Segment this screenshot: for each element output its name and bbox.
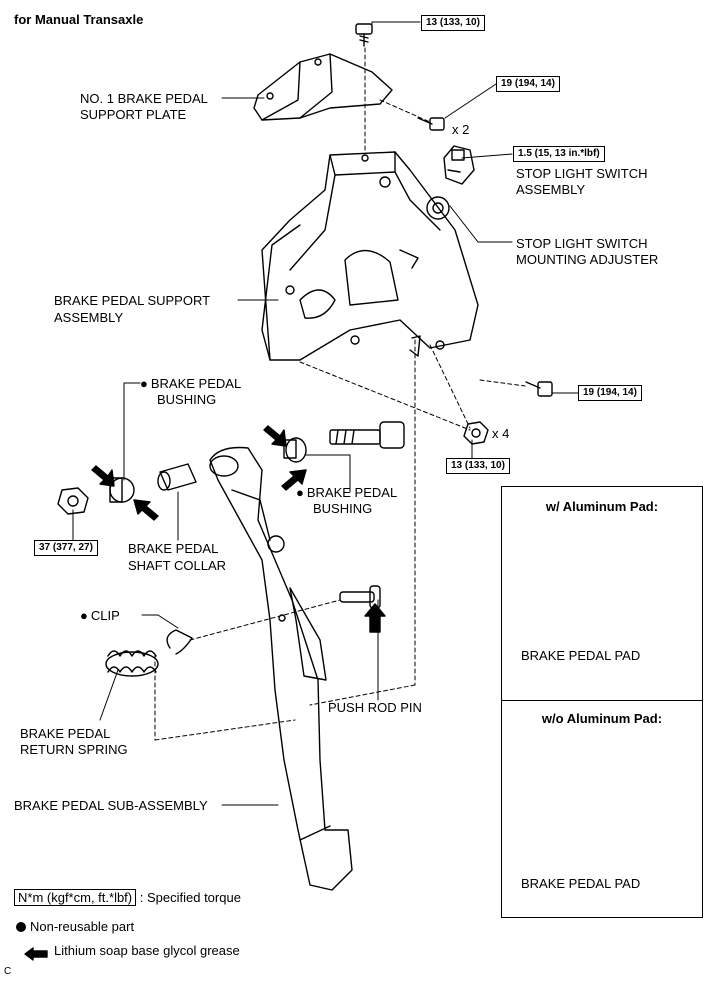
right-bushing-part (283, 437, 307, 463)
label-collar-1: BRAKE PEDAL (128, 541, 219, 556)
label-sub-assembly: BRAKE PEDAL SUB-ASSEMBLY (14, 798, 208, 813)
legend-grease: Lithium soap base glycol grease (54, 943, 240, 958)
torque-nut-x4: 13 (133, 10) (446, 458, 510, 474)
label-adjuster-1: STOP LIGHT SWITCH (516, 236, 648, 251)
leader-lines (72, 21, 579, 806)
label-adjuster-2: MOUNTING ADJUSTER (516, 252, 659, 267)
mounting-adjuster-part (426, 196, 450, 220)
label-support-assy-2: ASSEMBLY (54, 310, 124, 325)
corner-code: C (4, 966, 12, 977)
shaft-collar-part (157, 463, 197, 491)
top-bolt-part (355, 23, 373, 47)
side-bolt-part (525, 381, 553, 397)
grease-arrows (24, 425, 386, 961)
quantity-x4: x 4 (492, 426, 510, 441)
pivot-bolt-part (329, 421, 405, 449)
quantity-x2: x 2 (452, 122, 470, 137)
bolt-x2-part (417, 117, 445, 131)
torque-bolt-x2: 19 (194, 14) (496, 76, 560, 92)
label-bushing-left-2: BUSHING (157, 392, 217, 407)
label-push-rod-pin: PUSH ROD PIN (328, 700, 422, 715)
return-spring-part (105, 650, 159, 677)
stop-light-switch-part (443, 145, 475, 185)
inset-rubber-label: BRAKE PEDAL PAD (521, 876, 641, 891)
label-support-assy-1: BRAKE PEDAL SUPPORT (54, 293, 211, 308)
torque-top-bolt: 13 (133, 10) (421, 15, 485, 31)
label-spring-1: BRAKE PEDAL (20, 726, 111, 741)
torque-side-bolt: 19 (194, 14) (578, 385, 642, 401)
legend-torque-box: N*m (kgf*cm, ft.*lbf) (14, 889, 137, 906)
torque-pivot-nut: 37 (377, 27) (34, 540, 98, 556)
left-bushing-part (109, 477, 135, 503)
legend-nonreusable: Non-reusable part (30, 919, 135, 934)
clip-part (166, 629, 193, 655)
label-spring-2: RETURN SPRING (20, 742, 128, 757)
label-bushing-right-1: BRAKE PEDAL (296, 485, 397, 501)
label-support-plate-1: NO. 1 BRAKE PEDAL (80, 91, 208, 106)
label-clip: CLIP (80, 608, 120, 624)
pivot-nut-part (57, 487, 89, 515)
torque-switch: 1.5 (15, 13 in.*lbf) (513, 146, 605, 162)
label-collar-2: SHAFT COLLAR (128, 558, 227, 573)
support-assembly-part (261, 151, 479, 361)
label-support-plate-2: SUPPORT PLATE (80, 107, 187, 122)
inset-aluminum-title: w/ Aluminum Pad: (545, 499, 659, 514)
label-stop-switch-1: STOP LIGHT SWITCH (516, 166, 648, 181)
pedal-sub-assembly-part (209, 446, 353, 891)
inset-rubber-title: w/o Aluminum Pad: (541, 711, 663, 726)
nut-x4-part (463, 421, 489, 445)
inset-rubber-pad: w/o Aluminum Pad: BRAKE PEDAL PAD (501, 700, 703, 918)
support-plate-part (253, 53, 393, 121)
page-title: for Manual Transaxle (14, 12, 144, 27)
inset-aluminum-label: BRAKE PEDAL PAD (521, 648, 641, 663)
legend-torque: N*m (kgf*cm, ft.*lbf) : Specified torque (14, 889, 241, 906)
legend-torque-desc: : Specified torque (139, 890, 241, 905)
label-stop-switch-2: ASSEMBLY (516, 182, 586, 197)
label-bushing-right-2: BUSHING (313, 501, 373, 516)
label-bushing-left-1: BRAKE PEDAL (140, 376, 241, 392)
inset-aluminum-pad: w/ Aluminum Pad: BRAKE PEDAL PAD (501, 486, 703, 702)
